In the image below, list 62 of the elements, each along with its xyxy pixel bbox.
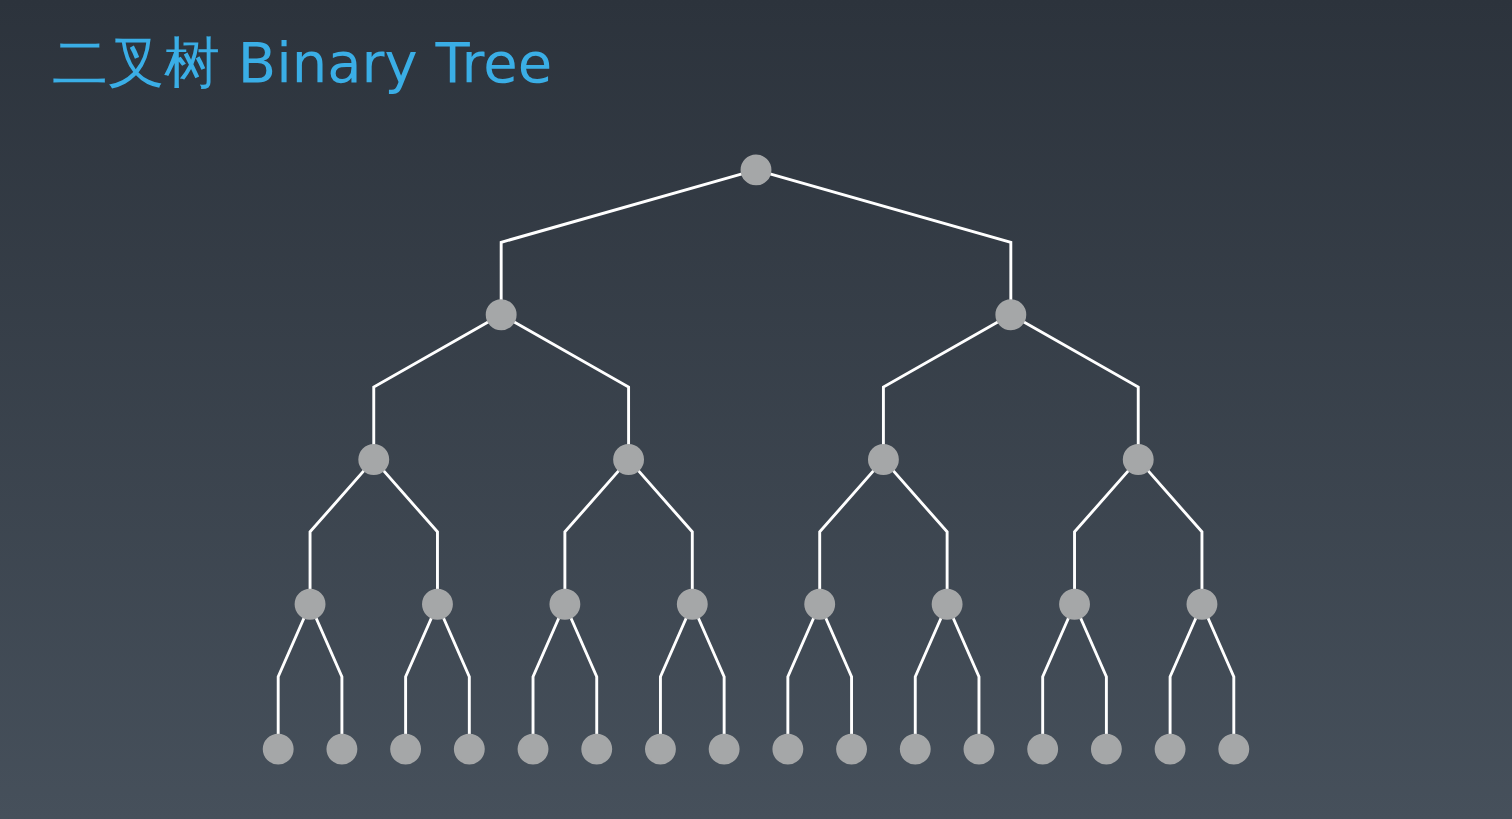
connector [824,616,853,735]
node-circle [326,733,358,765]
connector [1079,616,1108,735]
node-circle [708,733,740,765]
connector [1073,469,1130,590]
connector [1041,616,1071,735]
node-circle [1186,588,1218,620]
node-circle [422,588,453,620]
node-circle [581,733,613,765]
connector [1206,616,1236,735]
node-circle [899,733,931,765]
node-circle [931,588,963,620]
node-circle [517,733,549,765]
connector [951,616,981,735]
node-circle [836,733,867,765]
node-circle [358,444,390,475]
node-circle [1090,733,1122,765]
node-circle [1122,444,1154,475]
node-circle [963,733,995,765]
connector [891,469,949,590]
node-circle [613,444,645,475]
connector [1022,320,1140,445]
connector [659,616,688,735]
node-circle [485,299,517,331]
connector [382,469,439,590]
connector [818,469,875,590]
node-circle [262,733,294,765]
title: 二叉树 Binary Tree [52,29,553,97]
connector [404,616,433,735]
connector [696,616,726,735]
node-circle [804,588,836,620]
connector [1168,616,1198,735]
node-circle [453,733,485,765]
connector [308,469,366,590]
node-circle [645,733,676,765]
node-circle [867,444,899,475]
connector [1146,469,1204,590]
node-circle [772,733,804,765]
connector [786,616,816,735]
connector [881,320,999,445]
node-circle [1154,733,1186,765]
connector [499,172,743,301]
connector [637,469,694,590]
node-circle [995,299,1027,331]
connector [276,616,306,735]
node-circle [294,588,326,620]
connector [769,172,1013,301]
connector [913,616,943,735]
node-circle [1059,588,1090,620]
node-circle [1218,733,1250,765]
node-circle [1027,733,1059,765]
connector [314,616,344,735]
connector [372,320,490,445]
connector [569,616,599,735]
connector [531,616,561,735]
connector [441,616,471,735]
node-circle [390,733,422,765]
node-circle [549,588,581,620]
node-circle [676,588,708,620]
node-circle [740,154,772,186]
connector [513,320,631,445]
connector [563,469,621,590]
